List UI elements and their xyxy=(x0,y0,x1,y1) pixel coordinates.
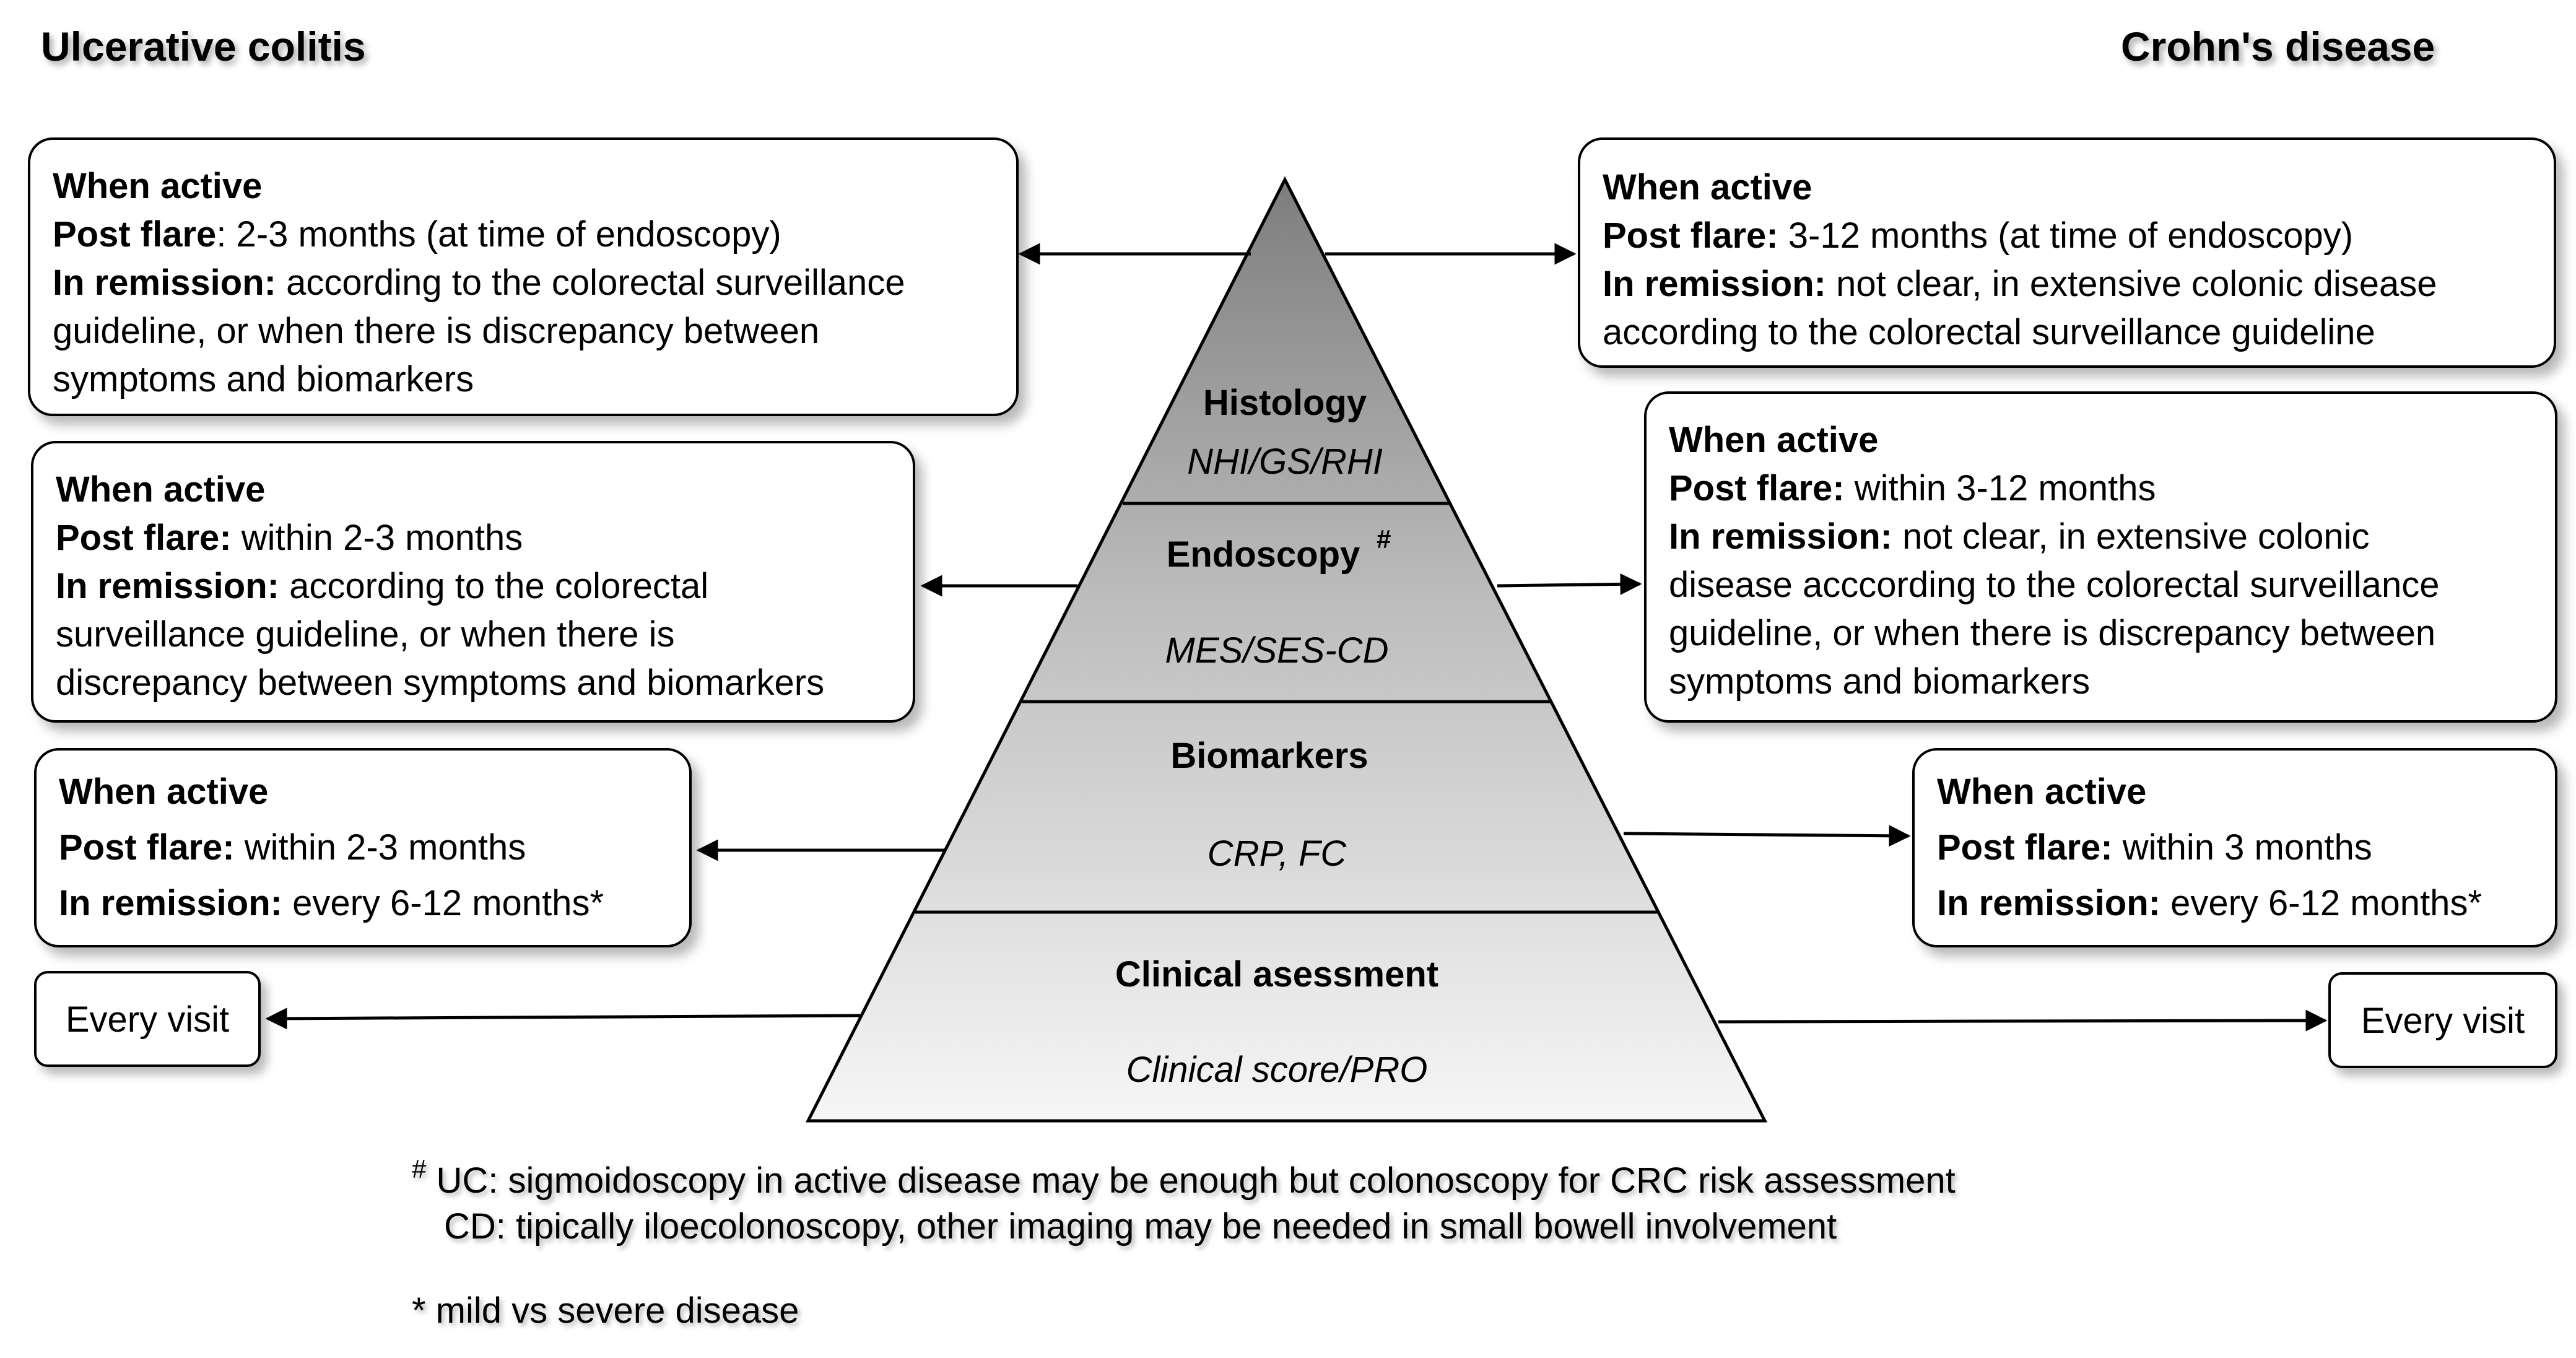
endoscopy-hash-mark: # xyxy=(1377,524,1391,554)
cd-endoscopy-remission-line: not clear, in extensive colonic xyxy=(1892,516,2370,557)
uc-histology-remission-label: In remission: xyxy=(53,263,276,303)
level-histology-title: Histology xyxy=(1203,383,1367,423)
uc-endoscopy-when-active: When active xyxy=(56,469,266,510)
heading-crohns-disease: Crohn's disease xyxy=(2121,24,2435,69)
cd-histology-remission-line: according to the colorectal surveillance… xyxy=(1603,312,2375,352)
footnote-hash-mark: # xyxy=(412,1154,427,1183)
uc-histology-post-flare-label: Post flare xyxy=(53,214,217,255)
uc-biomarkers-post-flare-text: within 2-3 months xyxy=(234,827,526,868)
uc-endoscopy-remission-line: discrepancy between symptoms and biomark… xyxy=(56,663,825,703)
cd-histology-box: When active Post flare: 3-12 months (at … xyxy=(1578,137,2556,368)
cd-biomarkers-remission-text: every 6-12 months* xyxy=(2160,883,2482,923)
cd-endoscopy-remission-line: guideline, or when there is discrepancy … xyxy=(1669,613,2436,653)
cd-biomarkers-when-active: When active xyxy=(1937,772,2147,812)
uc-histology-remission-line: symptoms and biomarkers xyxy=(53,359,474,399)
cd-histology-when-active: When active xyxy=(1603,167,1812,207)
cd-histology-post-flare-text: 3-12 months (at time of endoscopy) xyxy=(1778,215,2354,256)
uc-biomarkers-remission-text: every 6-12 months* xyxy=(282,883,604,923)
arrow-endoscopy-right xyxy=(1497,573,1642,595)
uc-biomarkers-post-flare-label: Post flare: xyxy=(59,827,235,868)
cd-endoscopy-post-flare-text: within 3-12 months xyxy=(1844,468,2156,508)
cd-endoscopy-box: When active Post flare: within 3-12 mont… xyxy=(1644,391,2557,723)
level-clinical-subtitle: Clinical score/PRO xyxy=(1126,1050,1428,1090)
arrow-clinical-left xyxy=(265,1008,861,1030)
footnote-endoscopy: # UC: sigmoidoscopy in active disease ma… xyxy=(412,1156,1956,1250)
pyramid-shape xyxy=(805,176,1768,1123)
level-biomarkers-subtitle: CRP, FC xyxy=(1208,834,1347,874)
footnote-cd-text: CD: tipically iloecolonoscopy, other ima… xyxy=(444,1206,1837,1247)
cd-endoscopy-remission-line: symptoms and biomarkers xyxy=(1669,661,2091,702)
cd-biomarkers-post-flare-text: within 3 months xyxy=(2112,827,2372,868)
footnote-uc-text: UC: sigmoidoscopy in active disease may … xyxy=(426,1160,1956,1201)
uc-histology-when-active: When active xyxy=(53,166,263,206)
cd-endoscopy-when-active: When active xyxy=(1669,420,1879,460)
level-clinical-title: Clinical asessment xyxy=(1115,954,1438,995)
uc-endoscopy-remission-line: surveillance guideline, or when there is xyxy=(56,614,675,655)
arrow-biomarkers-right xyxy=(1623,825,1911,847)
cd-histology-remission-line: not clear, in extensive colonic disease xyxy=(1825,264,2437,304)
cd-biomarkers-box: When active Post flare: within 3 months … xyxy=(1912,748,2557,947)
uc-endoscopy-box: When active Post flare: within 2-3 month… xyxy=(31,441,915,723)
heading-ulcerative-colitis: Ulcerative colitis xyxy=(41,24,366,69)
uc-histology-remission-line: according to the colorectal surveillance xyxy=(276,263,905,303)
uc-endoscopy-remission-label: In remission: xyxy=(56,566,279,606)
cd-endoscopy-remission-line: disease acccording to the colorectal sur… xyxy=(1669,565,2440,605)
cd-endoscopy-post-flare-label: Post flare: xyxy=(1669,468,1845,508)
level-endoscopy-subtitle: MES/SES-CD xyxy=(1165,630,1389,671)
uc-endoscopy-post-flare-label: Post flare: xyxy=(56,518,232,558)
footnote-severity: * mild vs severe disease xyxy=(412,1291,799,1331)
cd-biomarkers-remission-label: In remission: xyxy=(1937,883,2160,923)
level-histology-subtitle: NHI/GS/RHI xyxy=(1187,442,1383,482)
uc-clinical-every-visit-box: Every visit xyxy=(34,971,261,1067)
cd-histology-remission-label: In remission: xyxy=(1603,264,1826,304)
cd-clinical-every-visit-box: Every visit xyxy=(2328,972,2557,1068)
uc-histology-remission-line: guideline, or when there is discrepancy … xyxy=(53,311,820,351)
uc-endoscopy-post-flare-text: within 2-3 months xyxy=(231,518,523,558)
footnote-line: # UC: sigmoidoscopy in active disease ma… xyxy=(412,1156,1956,1201)
level-biomarkers-title: Biomarkers xyxy=(1170,736,1368,776)
uc-biomarkers-box: When active Post flare: within 2-3 month… xyxy=(34,748,692,947)
arrow-clinical-right xyxy=(1718,1009,2328,1032)
uc-biomarkers-when-active: When active xyxy=(59,772,269,812)
uc-endoscopy-remission-line: according to the colorectal xyxy=(279,566,709,606)
uc-biomarkers-remission-label: In remission: xyxy=(59,883,282,923)
cd-endoscopy-remission-label: In remission: xyxy=(1669,516,1892,557)
cd-histology-post-flare-label: Post flare: xyxy=(1603,215,1778,256)
uc-histology-box: When active Post flare: 2-3 months (at t… xyxy=(28,137,1019,416)
level-endoscopy-title: Endoscopy xyxy=(1167,534,1360,575)
cd-biomarkers-post-flare-label: Post flare: xyxy=(1937,827,2113,868)
uc-histology-post-flare-text: : 2-3 months (at time of endoscopy) xyxy=(216,214,781,255)
